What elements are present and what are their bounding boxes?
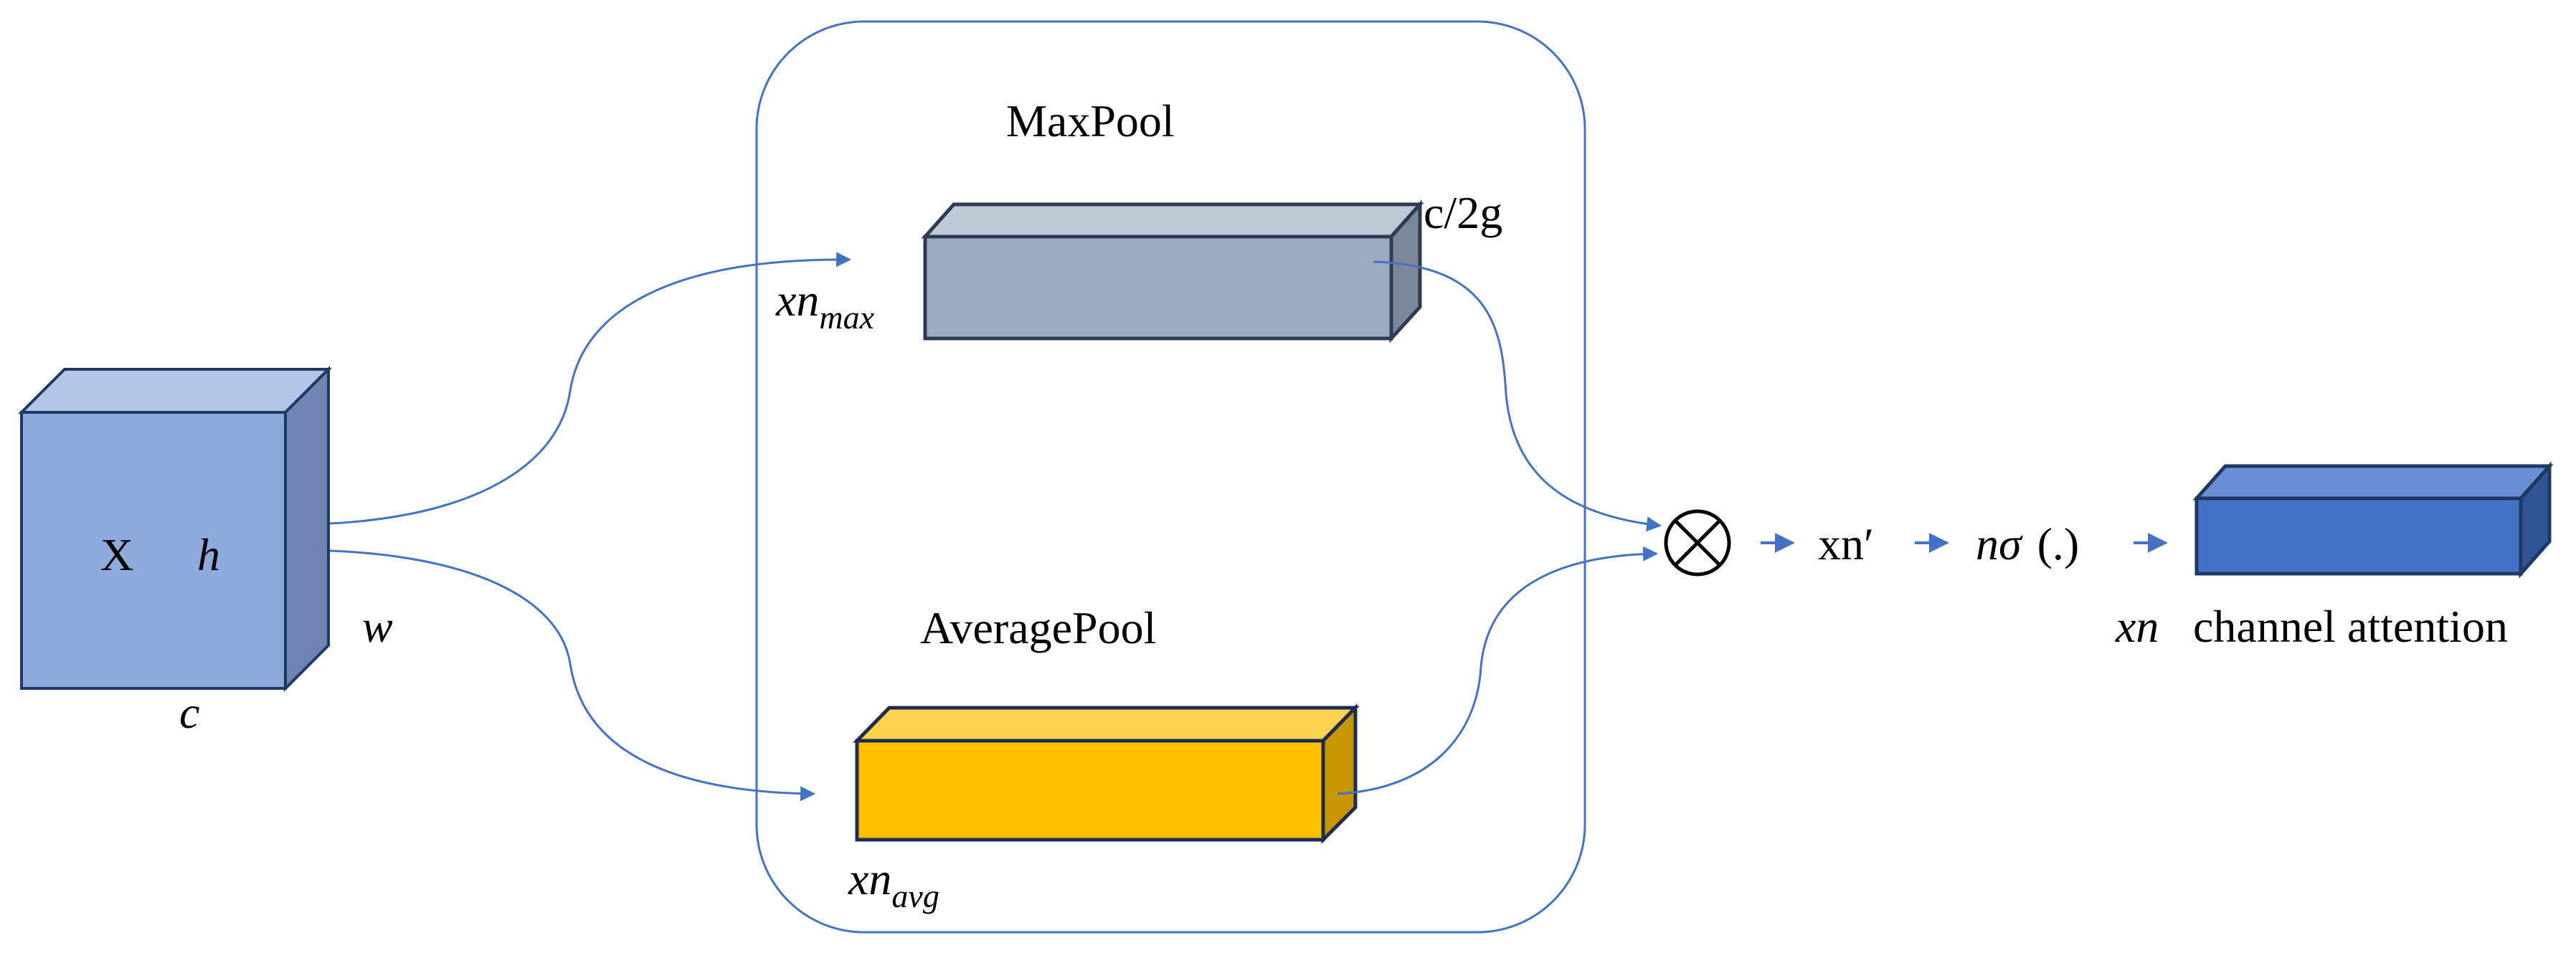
operator-cross-b — [1674, 519, 1721, 566]
maxpool-block-front — [923, 234, 1393, 341]
avgpool-variable: xnavg — [848, 853, 939, 914]
output-block-top — [2192, 464, 2554, 501]
avgpool-block-top — [853, 706, 1360, 743]
maxpool-block-top — [921, 202, 1424, 239]
input-channel-label: c — [179, 687, 199, 738]
avgpool-block-front — [855, 739, 1325, 842]
input-block-side — [284, 366, 330, 692]
maxpool-block: MaxPool c/2g xnmax — [775, 95, 1502, 343]
output-label: channel attention — [2193, 601, 2508, 652]
arrow-avgpool-to-operator — [1337, 546, 1659, 795]
output-variable: xn — [2115, 601, 2159, 652]
input-height-label: h — [197, 529, 220, 580]
input-block-top — [18, 368, 332, 414]
input-block: X h w c — [18, 366, 393, 738]
input-block-front — [20, 411, 287, 690]
output-block-front — [2194, 496, 2523, 576]
circled-times-icon — [1664, 509, 1731, 577]
input-symbol: X — [100, 529, 133, 580]
maxpool-size-label: c/2g — [1424, 187, 1502, 238]
xn-prime-label: xn′ — [1818, 518, 1874, 569]
avgpool-block: AveragePool xnavg — [848, 602, 1360, 914]
arrow-input-to-avgpool — [329, 549, 816, 802]
maxpool-title: MaxPool — [1006, 95, 1175, 146]
input-width-label: w — [362, 601, 393, 652]
output-block: xn channel attention — [2115, 461, 2554, 652]
sigma-function-label: nσ(.) — [1976, 518, 2079, 569]
arrow-input-to-maxpool — [329, 252, 852, 525]
pooling-container — [755, 20, 1586, 934]
arrow-maxpool-to-operator — [1373, 260, 1662, 532]
avgpool-title: AveragePool — [920, 602, 1156, 653]
maxpool-variable: xnmax — [775, 275, 875, 336]
